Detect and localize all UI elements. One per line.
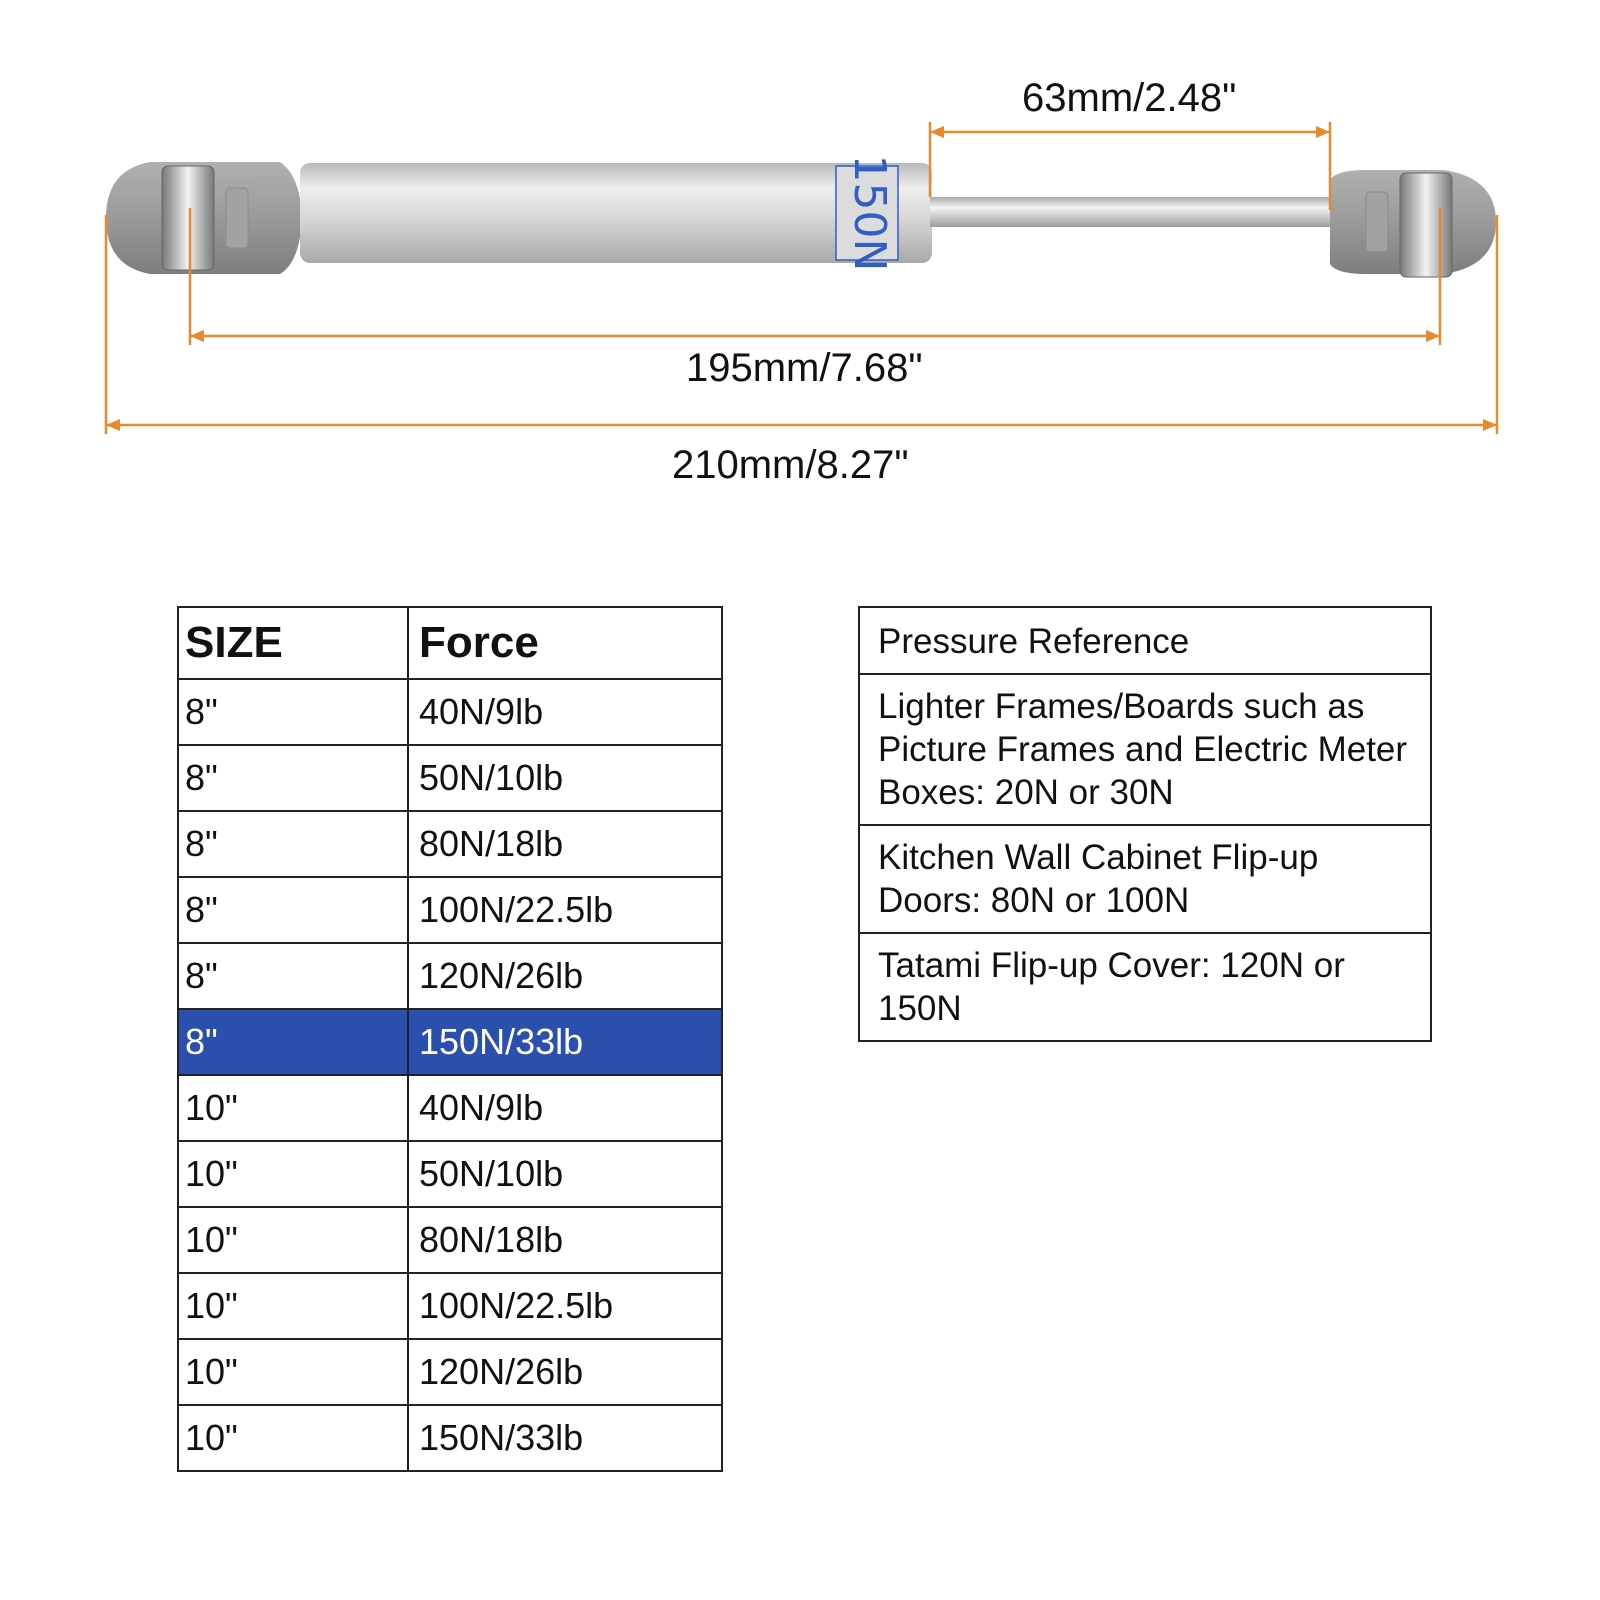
- force-cell: 80N/18lb: [407, 810, 723, 878]
- size-cell: 10": [177, 1074, 409, 1142]
- size-cell: 10": [177, 1272, 409, 1340]
- table-row: 10"120N/26lb: [177, 1338, 723, 1406]
- size-cell: 8": [177, 810, 409, 878]
- force-cell: 50N/10lb: [407, 744, 723, 812]
- size-cell: 8": [177, 876, 409, 944]
- size-cell: 10": [177, 1206, 409, 1274]
- gas-strut-drawing: 150N: [104, 122, 1499, 434]
- table-row: 8"80N/18lb: [177, 810, 723, 878]
- pressure-reference-item: Tatami Flip-up Cover: 120N or 150N: [878, 946, 1345, 1028]
- table-row: 10"100N/22.5lb: [177, 1272, 723, 1340]
- size-cell: 8": [177, 744, 409, 812]
- size-cell: 10": [177, 1404, 409, 1472]
- table-row: 8"50N/10lb: [177, 744, 723, 812]
- cylinder-label: 150N: [844, 155, 895, 272]
- piston-rod: [930, 197, 1330, 227]
- table-row: 8"40N/9lb: [177, 678, 723, 746]
- force-cell: 40N/9lb: [407, 678, 723, 746]
- force-cell: 100N/22.5lb: [407, 1272, 723, 1340]
- table-row: 10"50N/10lb: [177, 1140, 723, 1208]
- size-cell: 8": [177, 1008, 409, 1076]
- table-row: 10"150N/33lb: [177, 1404, 723, 1472]
- pressure-reference-item: Lighter Frames/Boards such as Picture Fr…: [860, 675, 1430, 826]
- left-end-fitting: [106, 162, 302, 274]
- force-cell: 120N/26lb: [407, 942, 723, 1010]
- force-cell: 50N/10lb: [407, 1140, 723, 1208]
- table-row: 10"40N/9lb: [177, 1074, 723, 1142]
- force-cell: 120N/26lb: [407, 1338, 723, 1406]
- highlighted-table-row: 8"150N/33lb: [177, 1008, 723, 1076]
- force-cell: 100N/22.5lb: [407, 876, 723, 944]
- pressure-reference-item: Kitchen Wall Cabinet Flip-up Doors: 80N …: [860, 826, 1430, 934]
- dimension-lines: [104, 122, 1499, 434]
- center-distance-label: 195mm/7.68": [686, 346, 923, 390]
- force-cell: 150N/33lb: [407, 1404, 723, 1472]
- pressure-reference-box: Pressure Reference Lighter Frames/Boards…: [858, 606, 1432, 1042]
- size-cell: 10": [177, 1338, 409, 1406]
- size-cell: 8": [177, 678, 409, 746]
- table-row: 8"100N/22.5lb: [177, 876, 723, 944]
- size-cell: 10": [177, 1140, 409, 1208]
- force-cell: 80N/18lb: [407, 1206, 723, 1274]
- force-cell: 150N/33lb: [407, 1008, 723, 1076]
- table-row: 8"120N/26lb: [177, 942, 723, 1010]
- right-end-fitting: [1330, 170, 1496, 278]
- overall-length-label: 210mm/8.27": [672, 443, 909, 487]
- table-header-row: SIZE Force: [177, 606, 723, 680]
- size-column-header: SIZE: [177, 606, 409, 680]
- table-row: 10"80N/18lb: [177, 1206, 723, 1274]
- cylinder-body: 150N: [300, 155, 932, 272]
- size-force-table: SIZE Force 8"40N/9lb 8"50N/10lb 8"80N/18…: [177, 606, 723, 1472]
- force-cell: 40N/9lb: [407, 1074, 723, 1142]
- stroke-length-label: 63mm/2.48": [1022, 76, 1237, 120]
- force-column-header: Force: [407, 606, 723, 680]
- size-cell: 8": [177, 942, 409, 1010]
- pressure-reference-title: Pressure Reference: [860, 608, 1430, 675]
